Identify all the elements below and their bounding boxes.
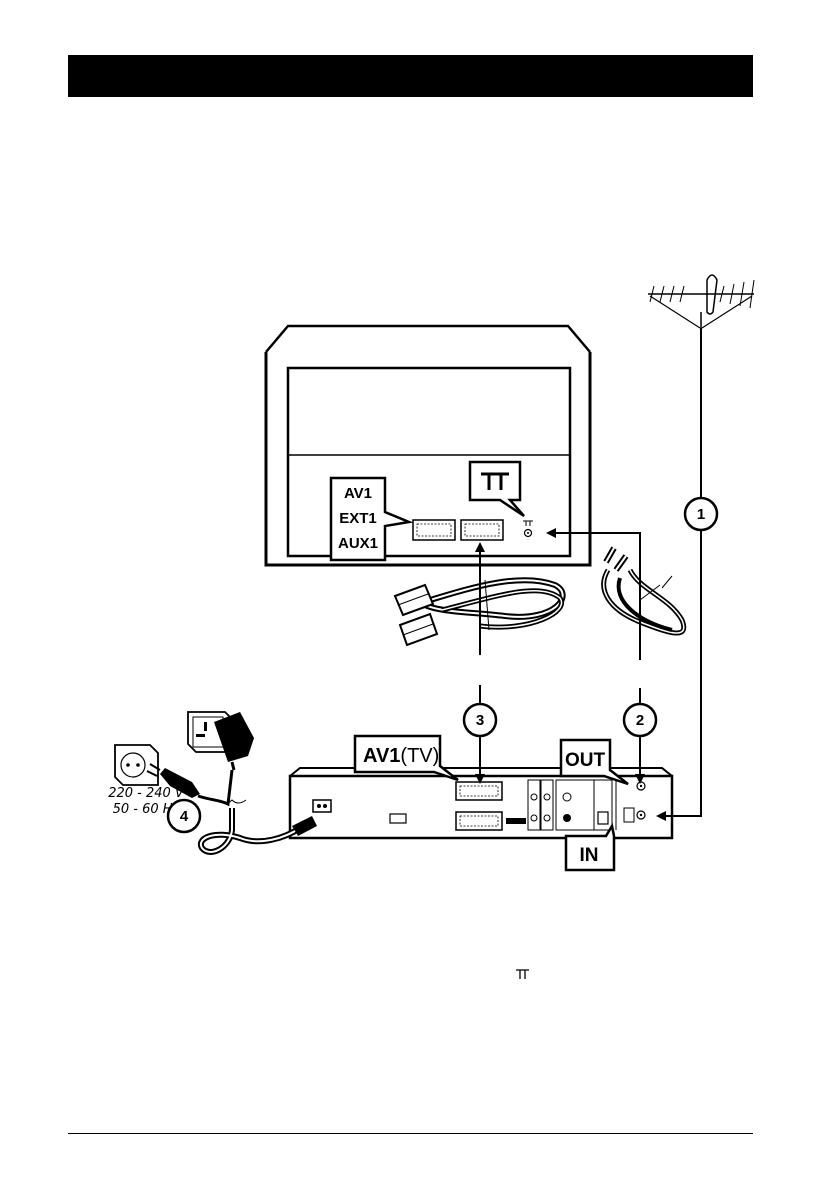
tv-scart-socket-1: [413, 520, 455, 540]
tv-label-ext1: EXT1: [339, 510, 377, 527]
service-port: [390, 814, 406, 823]
step-marker-2: 2: [624, 704, 656, 736]
step-marker-1: 1: [685, 498, 717, 530]
antenna-symbol-callout: [470, 462, 524, 516]
recorder-scart-av1: [456, 782, 502, 800]
av1-tv-label: AV1(TV): [363, 745, 439, 767]
voltage-range: 220 - 240 V: [108, 786, 185, 801]
av-jack-panel: [528, 780, 616, 830]
tv-scart-label-box: AV1 EXT1 AUX1: [331, 478, 409, 560]
svg-text:4: 4: [180, 808, 189, 825]
switch-block: [506, 818, 526, 824]
svg-text:2: 2: [636, 712, 644, 729]
in-label-box: IN: [566, 826, 614, 870]
svg-text:3: 3: [476, 712, 484, 729]
mains-inlet: [313, 800, 331, 812]
scart-cable-coil: [395, 580, 563, 645]
step-marker-3: 3: [464, 704, 496, 736]
power-cord: [201, 808, 300, 852]
inline-antenna-icon: [516, 970, 529, 979]
step-marker-4: 4: [168, 800, 200, 832]
svg-text:1: 1: [697, 506, 705, 523]
aerial-cable: [658, 328, 701, 816]
antenna-aerial-icon: [648, 275, 754, 328]
tv-label-aux1: AUX1: [338, 535, 378, 552]
coax-cable-coil: [604, 548, 684, 633]
av1-tv-label-bold: AV1: [363, 745, 400, 767]
television-rear: [266, 326, 590, 565]
tv-antenna-socket: [523, 521, 533, 537]
in-label: IN: [580, 845, 599, 866]
out-label-box: OUT: [561, 740, 628, 784]
rf-in-socket: [624, 808, 645, 822]
av1-tv-label-box: AV1(TV): [355, 736, 458, 780]
footer-rule: [68, 1133, 753, 1134]
out-label: OUT: [565, 750, 606, 771]
av1-tv-label-plain: (TV): [400, 745, 439, 767]
mains-cord-split: [198, 770, 232, 804]
tv-label-av1: AV1: [344, 485, 372, 502]
tv-scart-socket-2: [461, 520, 503, 540]
rf-out-socket: [637, 782, 645, 790]
recorder-scart-av2: [456, 812, 502, 830]
